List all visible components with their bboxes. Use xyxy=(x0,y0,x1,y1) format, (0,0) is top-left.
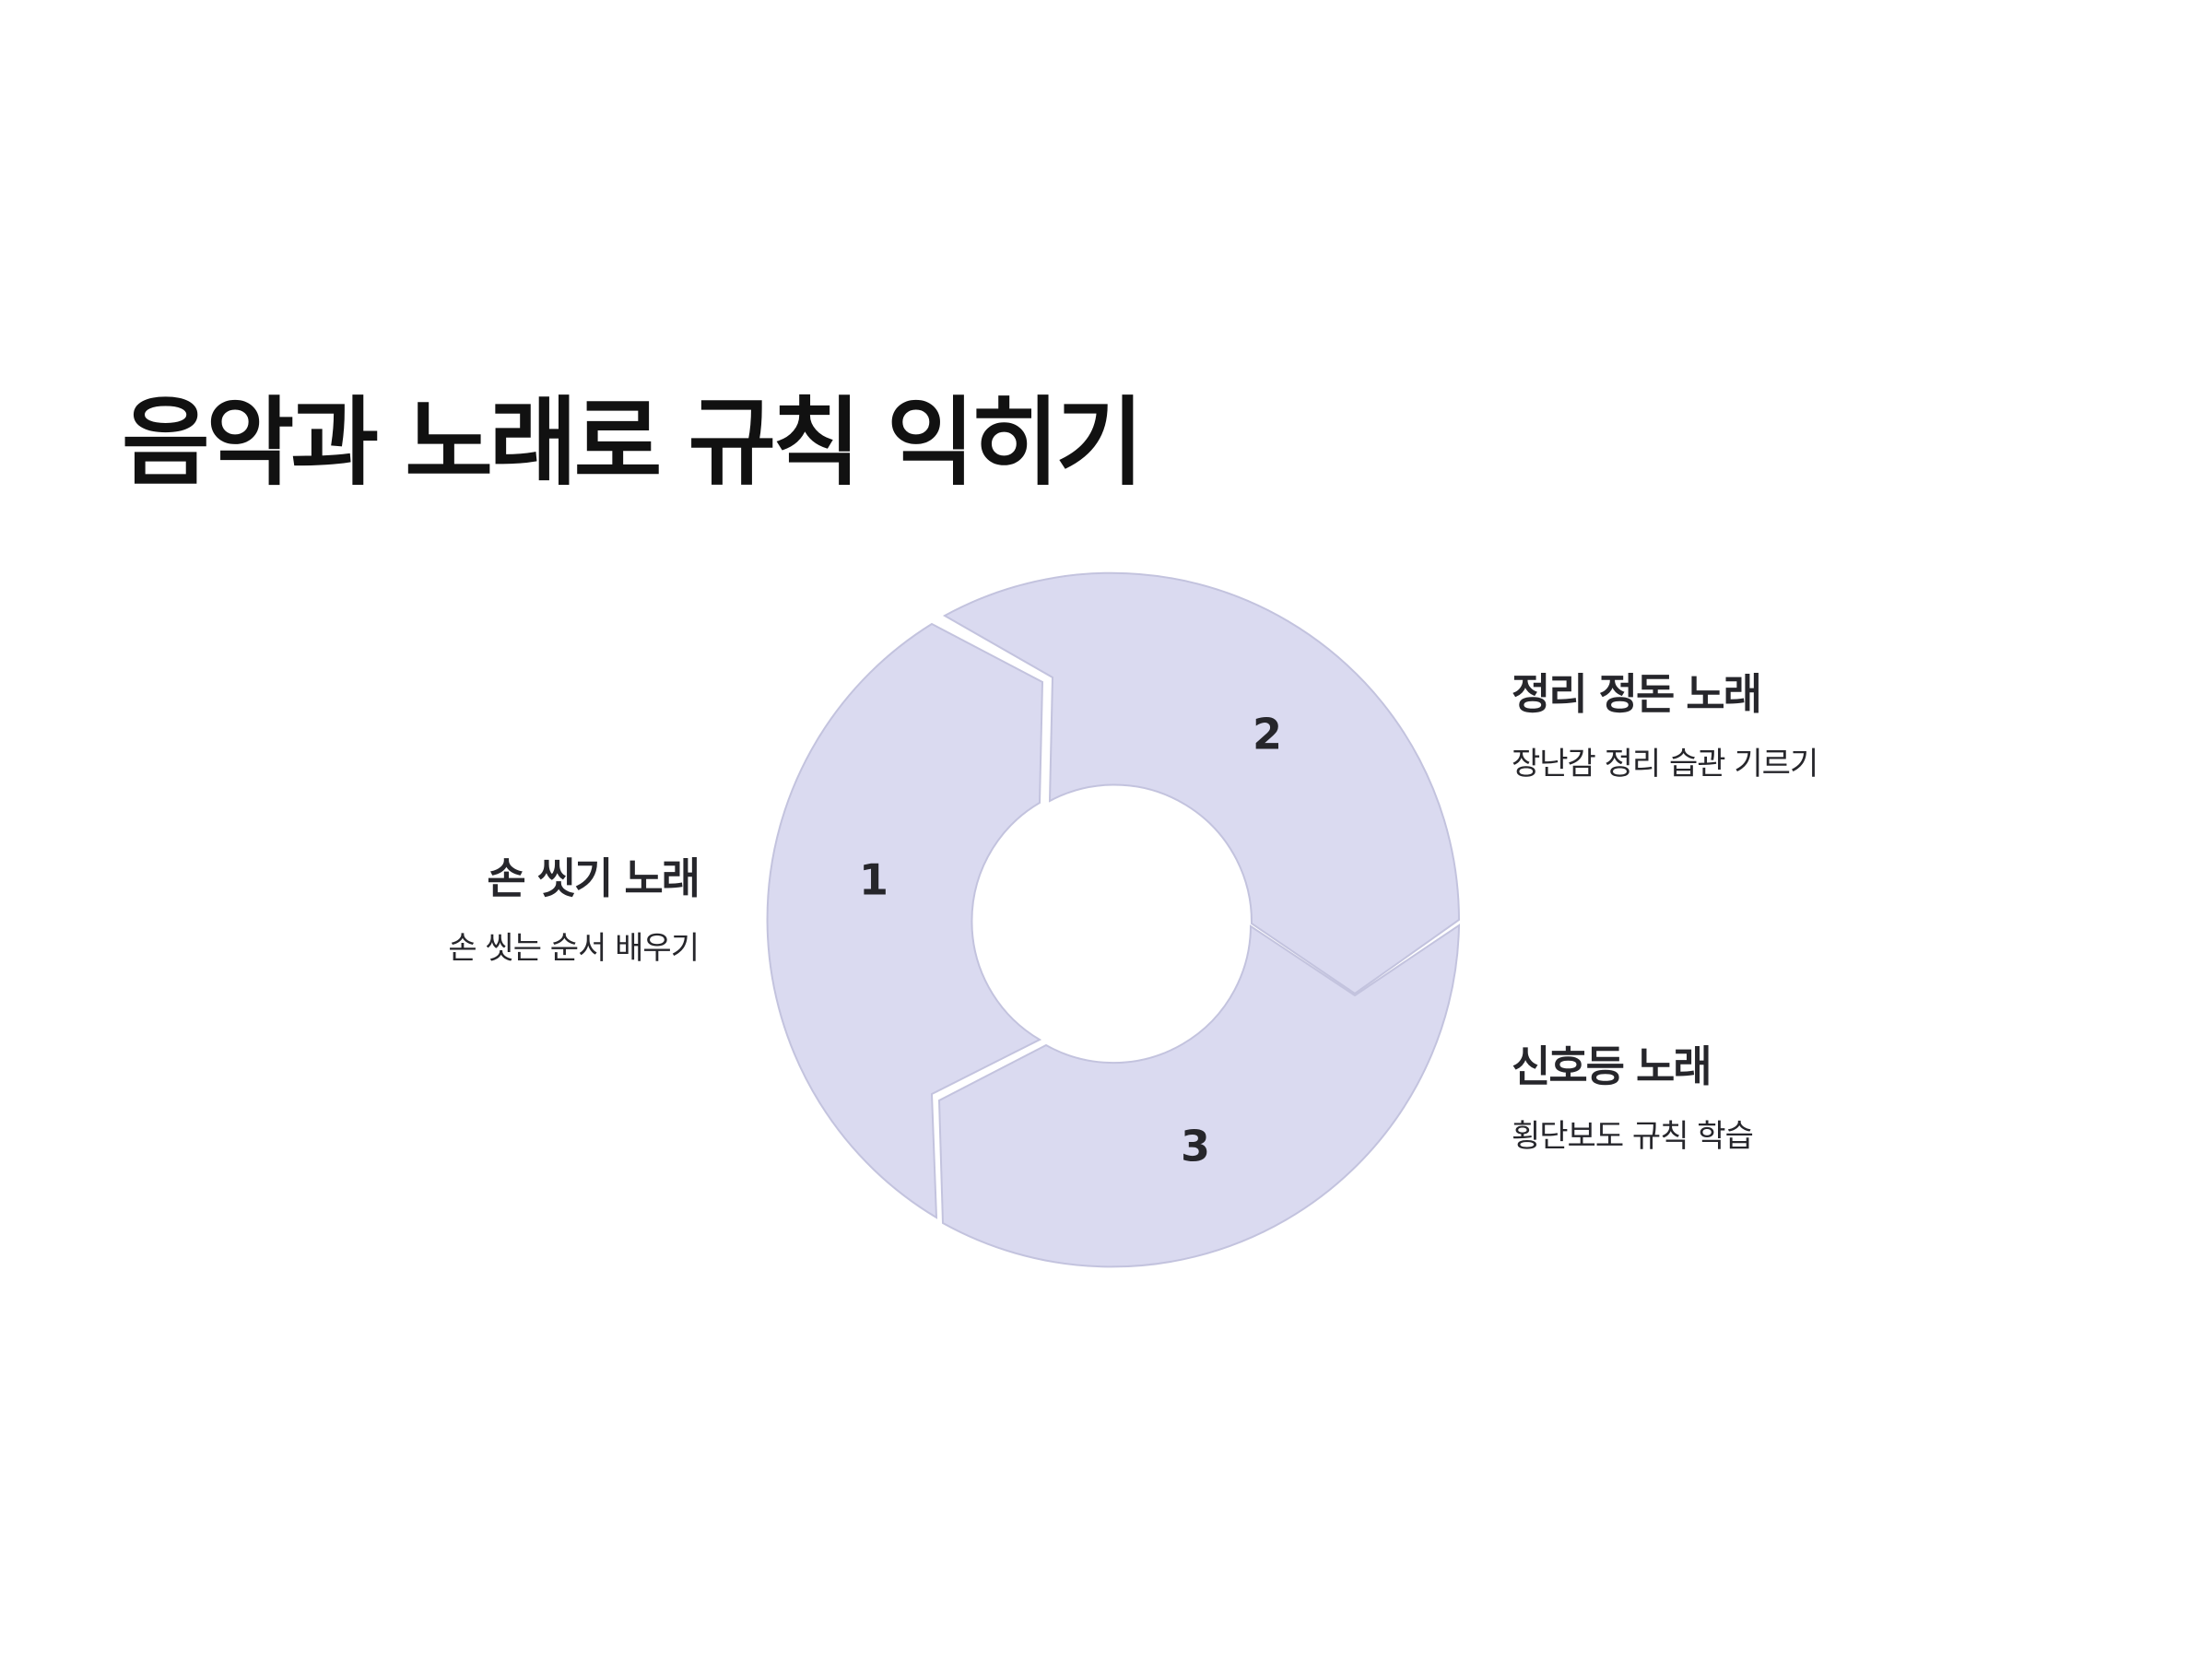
step-2-number: 2 xyxy=(1253,710,1282,759)
cycle-segment-3 xyxy=(937,924,1461,1268)
slide-title: 음악과 노래로 규칙 익히기 xyxy=(122,386,1144,499)
cycle-segment-2 xyxy=(942,571,1461,995)
step-3-label: 신호등 노래 횡단보도 규칙 학습 xyxy=(1512,1041,1754,1156)
step-1-label: 손 씻기 노래 손 씻는 순서 배우기 xyxy=(448,853,700,968)
step-2-description: 장난감 정리 습관 기르기 xyxy=(1512,746,1818,783)
cycle-segment-1 xyxy=(766,622,1044,1219)
step-2-label: 정리 정돈 노래 장난감 정리 습관 기르기 xyxy=(1512,669,1818,783)
step-1-title: 손 씻기 노래 xyxy=(487,853,700,903)
step-2-title: 정리 정돈 노래 xyxy=(1512,669,1762,719)
step-1-description: 손 씻는 순서 배우기 xyxy=(448,930,700,968)
step-3-description: 횡단보도 규칙 학습 xyxy=(1512,1118,1754,1156)
step-1-number: 1 xyxy=(859,855,888,905)
step-3-number: 3 xyxy=(1181,1122,1210,1171)
step-3-title: 신호등 노래 xyxy=(1512,1041,1712,1091)
